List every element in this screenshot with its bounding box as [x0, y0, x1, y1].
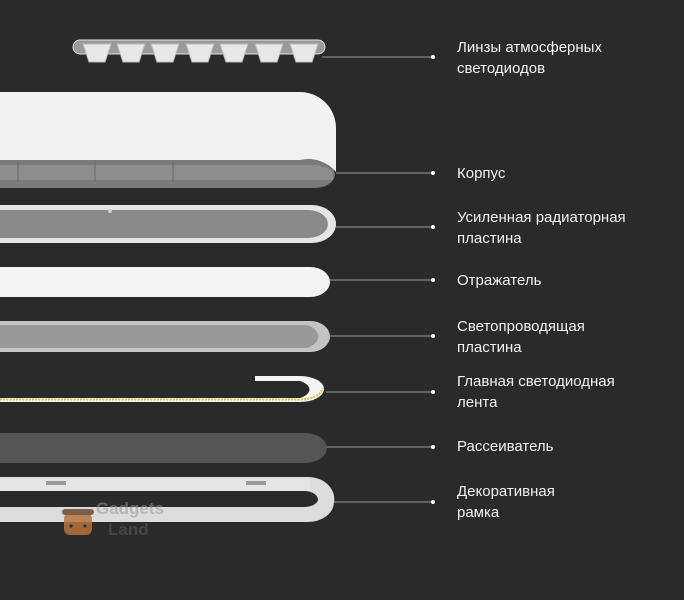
label-line: лента	[457, 394, 498, 411]
label-line: Отражатель	[457, 272, 542, 289]
label-line: Декоративная	[457, 483, 555, 500]
led-strip	[0, 376, 324, 402]
leader-dot	[431, 500, 435, 504]
watermark-text: Land	[108, 520, 149, 539]
leader-dot	[431, 225, 435, 229]
label-line: Корпус	[457, 165, 506, 182]
housing	[0, 92, 336, 189]
leader-dot	[431, 278, 435, 282]
diffuser	[0, 433, 327, 463]
watermark-logo-icon	[62, 509, 94, 535]
leader-dot	[431, 445, 435, 449]
leader-dot	[431, 334, 435, 338]
label-line: Рассеиватель	[457, 438, 554, 455]
decorative-frame	[0, 476, 335, 522]
leader-dot	[431, 171, 435, 175]
label-line: Светопроводящая	[457, 318, 585, 335]
label-line: светодиодов	[457, 60, 546, 77]
label-line: Усиленная радиаторная	[457, 209, 626, 226]
label-line: Главная светодиодная	[457, 373, 615, 390]
leader-dot	[431, 390, 435, 394]
radiator-plate	[0, 205, 336, 243]
label-light-guide-plate: Светопроводящая пластина	[457, 316, 585, 358]
label-radiator-plate: Усиленная радиаторная пластина	[457, 207, 626, 249]
label-led-strip: Главная светодиодная лента	[457, 371, 615, 413]
label-reflector: Отражатель	[457, 270, 541, 291]
label-line: Линзы атмосферных	[457, 39, 602, 56]
leader-dot	[431, 55, 435, 59]
led-lenses	[72, 39, 326, 63]
label-line: рамка	[457, 504, 500, 521]
light-guide-plate	[0, 321, 330, 352]
label-housing: Корпус	[457, 163, 505, 184]
label-line: пластина	[457, 339, 522, 356]
label-decorative-frame: Декоративная рамка	[457, 481, 555, 523]
label-diffuser: Рассеиватель	[457, 436, 554, 457]
label-line: пластина	[457, 230, 522, 247]
label-led-lenses: Линзы атмосферных светодиодов	[457, 37, 602, 79]
watermark-text: Gadgets	[96, 499, 165, 518]
reflector	[0, 267, 330, 297]
